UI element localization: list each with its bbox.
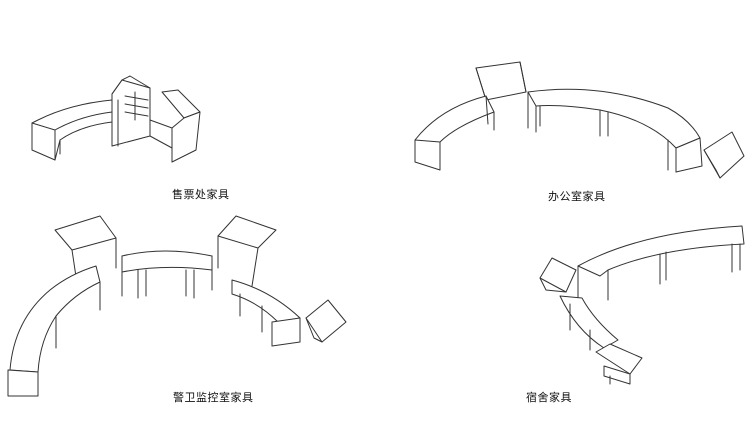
caption-ticket-office: 售票处家具 — [172, 188, 230, 201]
ticket-office-furniture-drawing — [31, 75, 201, 163]
caption-dormitory: 宿舍家具 — [526, 391, 572, 404]
office-furniture-drawing — [414, 61, 745, 179]
caption-guard-room: 警卫监控室家具 — [173, 391, 254, 404]
dormitory-furniture-drawing — [539, 225, 745, 385]
caption-office: 办公室家具 — [548, 190, 606, 203]
guard-room-furniture-drawing — [7, 215, 347, 397]
